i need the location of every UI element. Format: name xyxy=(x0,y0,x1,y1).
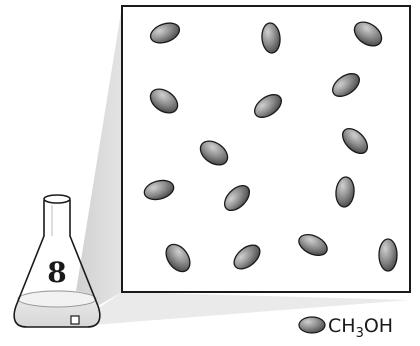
legend-formula-main: CH xyxy=(328,315,356,337)
methanol-molecule xyxy=(233,244,261,270)
methanol-molecule xyxy=(199,140,229,166)
methanol-molecule xyxy=(149,22,181,44)
methanol-molecule xyxy=(298,234,328,256)
legend-formula: CH3OH xyxy=(328,315,393,341)
sample-region-square xyxy=(70,315,80,325)
methanol-molecule xyxy=(332,73,360,97)
methanol-molecule xyxy=(149,88,179,114)
methanol-molecule xyxy=(335,176,355,208)
legend: CH3OH xyxy=(298,315,393,341)
flask-number: 8 xyxy=(47,256,66,289)
flask-liquid-surface xyxy=(17,290,97,308)
flask-mouth xyxy=(43,194,71,204)
methanol-molecule xyxy=(165,243,191,273)
legend-formula-subscript: 3 xyxy=(356,326,364,341)
methanol-molecule xyxy=(223,184,251,212)
zoom-beam-lower xyxy=(72,292,410,326)
methanol-molecule xyxy=(143,179,175,201)
legend-formula-tail: OH xyxy=(364,315,393,337)
methanol-molecule xyxy=(378,238,398,272)
methanol-molecule xyxy=(261,22,281,54)
legend-molecule-icon xyxy=(298,316,326,334)
zoom-beam xyxy=(72,6,122,316)
methanol-molecule xyxy=(341,127,369,155)
methanol-molecules xyxy=(143,21,398,273)
methanol-molecule xyxy=(353,21,383,47)
erlenmeyer-flask: 8 xyxy=(13,194,101,328)
flask-outline xyxy=(13,200,101,328)
methanol-molecule xyxy=(254,94,282,118)
